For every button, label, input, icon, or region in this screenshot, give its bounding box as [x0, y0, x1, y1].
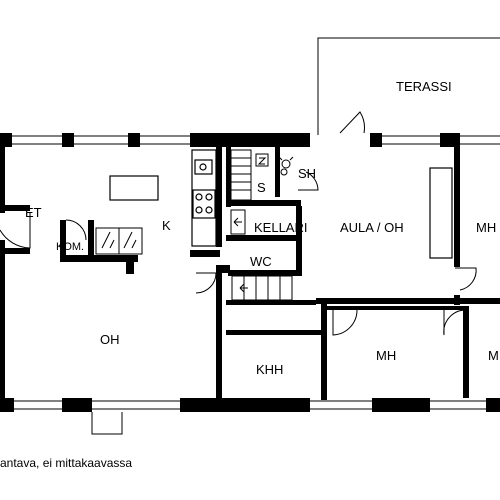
room-label-sauna: S [257, 180, 266, 195]
door-swings [0, 111, 477, 336]
room-label-bedroom-right: MH [476, 220, 496, 235]
stairs [230, 209, 293, 301]
wardrobe-units [95, 227, 143, 255]
kitchen-counter [191, 149, 217, 247]
room-label-bedroom-corner: M [488, 348, 499, 363]
sauna-fixtures [230, 149, 269, 201]
room-label-komero: KOM. [56, 241, 84, 253]
room-label-kitchen: K [162, 218, 171, 233]
room-label-terassi: TERASSI [396, 79, 452, 94]
room-label-cellar: KELLARI [254, 220, 307, 235]
room-label-wc: WC [250, 254, 272, 269]
exterior-walls [0, 133, 500, 412]
plan-caption: antava, ei mittakaavassa [0, 456, 133, 470]
hall-wardrobe [429, 167, 453, 259]
room-label-hall: AULA / OH [340, 220, 404, 235]
terrace-outline [317, 37, 500, 135]
shower-icon [278, 156, 294, 176]
room-label-shower: SH [298, 166, 316, 181]
room-label-utility: KHH [256, 362, 283, 377]
windows [12, 135, 500, 435]
interior-walls [0, 147, 500, 400]
room-label-bedroom-bottom: MH [376, 348, 396, 363]
kitchen-island [109, 175, 159, 201]
room-label-living: OH [100, 332, 120, 347]
room-label-et: ET [25, 205, 42, 220]
